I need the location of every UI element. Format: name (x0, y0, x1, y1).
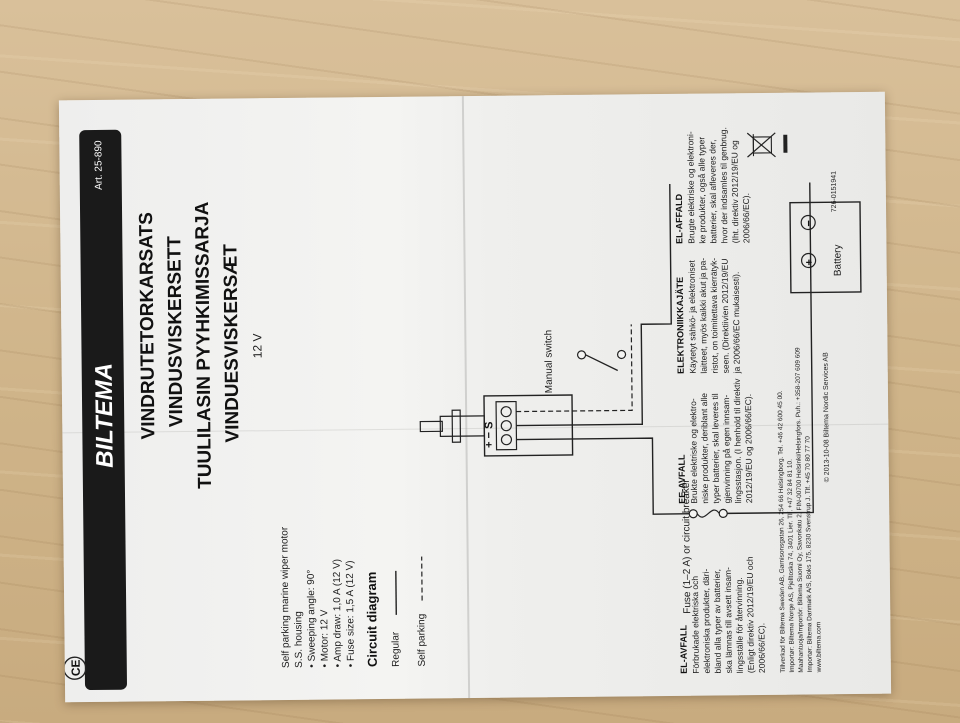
spec-line-1: Self parking marine wiper motor (279, 526, 291, 668)
title-danish: VINDUESVISKERSÆT (220, 244, 243, 443)
footer-addresses: Tillverkad för Biltema Sweden AB, Garnis… (777, 347, 823, 674)
svg-text:ELEKTRONIIKKAJÄTE: ELEKTRONIIKKAJÄTE (675, 277, 686, 374)
svg-text:batterier, skal afleveres der,: batterier, skal afleveres der, (707, 139, 718, 243)
disposal-block-fi: ELEKTRONIIKKAJÄTE Käytetyt sähkö- ja ele… (675, 258, 742, 375)
svg-text:Förbrukade elektriska och: Förbrukade elektriska och (690, 576, 701, 674)
svg-text:EE-AVFALL: EE-AVFALL (677, 454, 688, 504)
svg-text:(Iht. direktiv 2012/19/EU og: (Iht. direktiv 2012/19/EU og (729, 140, 740, 243)
svg-text:lingsstasjon. (I henhold til d: lingsstasjon. (I henhold til direktiv (732, 378, 743, 504)
svg-text:+: + (804, 259, 816, 266)
svg-text:laitteet, myös kaikki akut ja: laitteet, myös kaikki akut ja pa- (698, 258, 709, 374)
svg-text:−: − (803, 220, 815, 227)
svg-text:(Enligt direktiv 2012/19/EU oc: (Enligt direktiv 2012/19/EU och (745, 556, 756, 673)
svg-text:www.biltema.com: www.biltema.com (815, 622, 823, 674)
svg-text:Brugte elektriske og elektroni: Brugte elektriske og elektroni- (685, 131, 696, 244)
instruction-sheet: BILTEMA Art. 25-890 CE VINDRUTETORKARSAT… (58, 91, 892, 703)
brand-bar (79, 129, 127, 691)
battery-terminal-positive (800, 252, 817, 269)
brand-logo: BILTEMA (91, 363, 119, 468)
fuse-label: Fuse (1–2 A) or circuit breaker (681, 479, 693, 614)
battery-label: Battery (832, 244, 843, 276)
svg-text:Käytetyt sähkö- ja elektronise: Käytetyt sähkö- ja elektroniset (687, 260, 698, 374)
battery-terminal-negative (800, 214, 816, 231)
title-finnish: TUULILASIN PYYHKIMISSARJA (192, 201, 216, 489)
manual-switch (576, 349, 627, 372)
ce-mark: CE (63, 656, 87, 680)
svg-text:seen. (Direktiivien 2012/19/EU: seen. (Direktiivien 2012/19/EU (720, 259, 731, 374)
svg-text:bland alla typer av batterier,: bland alla typer av batterier, (712, 569, 723, 674)
circuit-heading: Circuit diagram (364, 572, 380, 668)
motor-shaft (419, 409, 486, 443)
circuit-diagram: + − S Manual switch (419, 182, 862, 614)
svg-text:2006/66/EC).: 2006/66/EC). (741, 193, 752, 243)
title-norwegian: VINDUSVISKERSETT (164, 236, 187, 428)
voltage-label: 12 V (250, 334, 264, 359)
spec-bullet: • Sweeping angle: 90° (306, 570, 318, 668)
wire-positive (516, 437, 694, 515)
title-swedish: VINDRUTETORKARSATS (136, 212, 159, 440)
spec-line-2: S.S. housing (293, 611, 305, 668)
svg-text:Tillverkad för Biltema Sweden: Tillverkad för Biltema Sweden AB, Garnis… (777, 390, 787, 673)
svg-text:Brukte elektriske og elektro-: Brukte elektriske og elektro- (688, 398, 699, 504)
spec-bullet: • Amp draw: 1,0 A (12 V) (332, 559, 344, 668)
weee-bin-icon (746, 132, 776, 158)
svg-text:elektroniska produkter, däri-: elektroniska produkter, däri- (701, 568, 712, 673)
svg-text:ke produkter, også alle typer: ke produkter, også alle typer (696, 137, 707, 244)
svg-text:Importør: Biltema Danmark A/S,: Importør: Biltema Danmark A/S, Boks 175,… (804, 436, 813, 673)
motor-terminals (500, 406, 513, 446)
spec-bullet: • Motor: 12 V (319, 609, 331, 667)
terminal-labels: + − S (483, 421, 495, 447)
svg-text:typer batterier, skal leveres: typer batterier, skal leveres til (710, 393, 721, 503)
svg-text:EL-AVFALL: EL-AVFALL (678, 624, 689, 673)
disposal-block-no: EE-AVFALL Brukte elektriske og elektro- … (677, 378, 755, 504)
svg-text:gjenvinning på egen innsam-: gjenvinning på egen innsam- (721, 394, 732, 503)
svg-text:ska lämnas till avsett insam-: ska lämnas till avsett insam- (723, 567, 734, 674)
svg-text:lingsställe för återvinning.: lingsställe för återvinning. (734, 577, 745, 673)
svg-text:niske produkter, deriblant all: niske produkter, deriblant alle (699, 393, 710, 504)
disposal-block-sv: EL-AVFALL Förbrukade elektriska och elek… (678, 556, 767, 674)
battery (789, 201, 862, 294)
wire-negative (516, 183, 672, 427)
copyright: © 2013-10-08 Biltema Nordic Services AB (822, 352, 831, 482)
svg-text:Importør: Biltema Norge AS, Pj: Importør: Biltema Norge AS, Pjelltoska 7… (787, 459, 796, 673)
svg-text:CE: CE (69, 659, 83, 676)
svg-text:ristot, on toimitettava kierrä: ristot, on toimitettava kierrätyk- (709, 258, 720, 374)
svg-text:2012/19/EU og 2006/66/EC).: 2012/19/EU og 2006/66/EC). (743, 394, 754, 503)
legend-regular: Regular (390, 631, 401, 667)
wire-self-parking (516, 324, 633, 413)
weee-bar (783, 134, 788, 153)
svg-text:Maahantuoja/Importör: Biltema: Maahantuoja/Importör: Biltema Suomi Oy, … (794, 347, 804, 673)
spec-bullet: • Fuse size: 1,5 A (12 V) (345, 560, 357, 667)
svg-text:EL-AFFALD: EL-AFFALD (674, 193, 685, 244)
svg-text:hvor der indsamles til genbrug: hvor der indsamles til genbrug. (718, 127, 729, 243)
disposal-block-da: EL-AFFALD Brugte elektriske og elektroni… (674, 127, 752, 244)
document-code: 726-0151941 (831, 171, 838, 212)
sheet-content: BILTEMA Art. 25-890 CE VINDRUTETORKARSAT… (63, 127, 862, 691)
article-number: Art. 25-890 (93, 140, 105, 190)
manual-switch-label: Manual switch (543, 330, 555, 393)
svg-text:2006/66/EC).: 2006/66/EC). (756, 623, 767, 673)
svg-text:ja 2006/66/EC mukaisesti).: ja 2006/66/EC mukaisesti). (731, 272, 742, 375)
terminal-block (495, 400, 518, 451)
fuse (688, 508, 728, 519)
legend-self-parking: Self parking (416, 614, 428, 667)
